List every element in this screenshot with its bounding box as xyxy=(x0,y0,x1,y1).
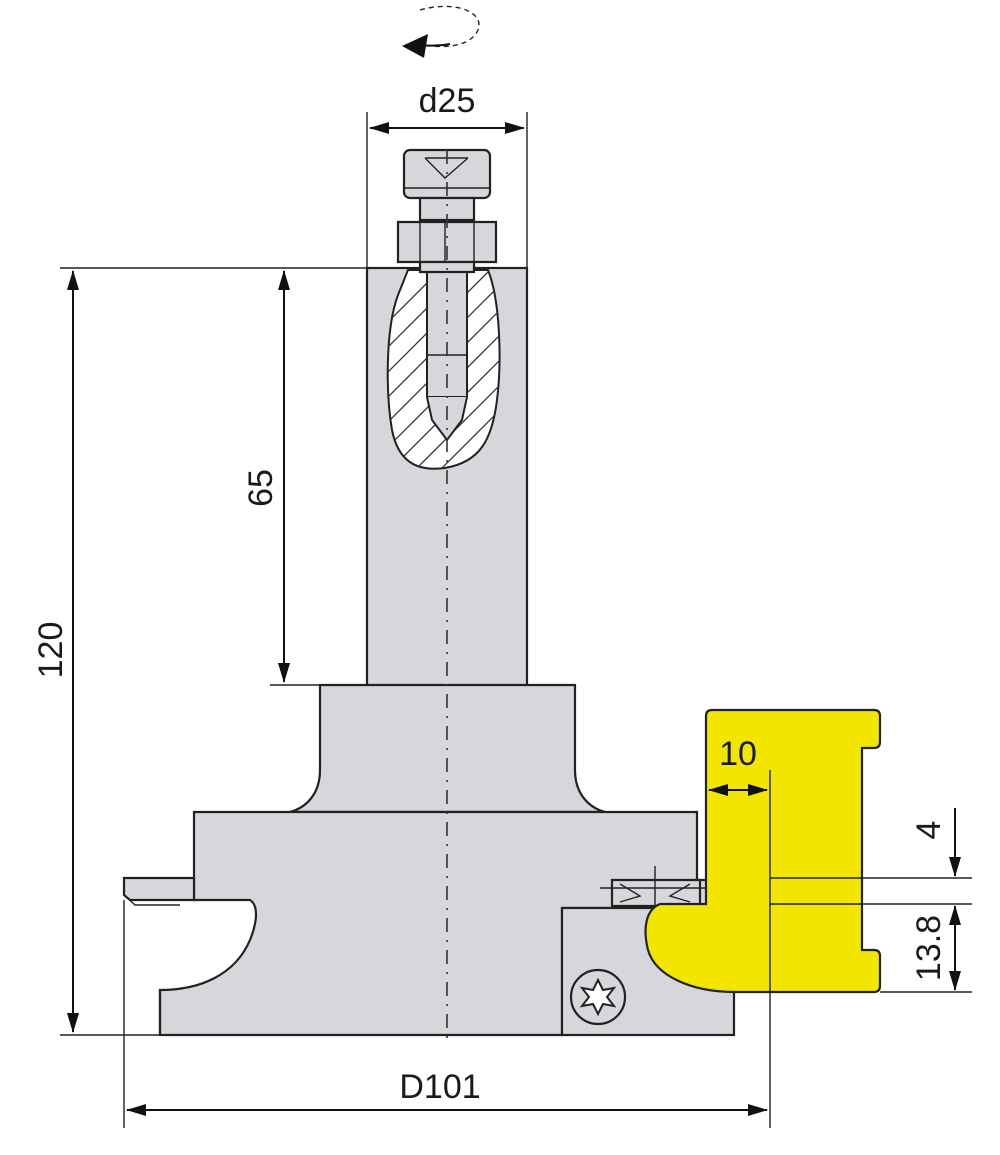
dimension-guide-width: 10 xyxy=(708,735,768,796)
dimension-total-height: 120 xyxy=(32,270,79,1033)
dimension-guide-offset: 4 13.8 xyxy=(770,808,972,993)
dimension-shank-length: 65 xyxy=(242,270,320,686)
label-guide-offset: 4 xyxy=(910,821,948,840)
label-shank-diameter: d25 xyxy=(419,82,476,120)
dimension-d25: d25 xyxy=(366,82,528,268)
label-profile-height: 13.8 xyxy=(910,915,948,981)
label-shank-length: 65 xyxy=(242,469,280,507)
rotation-arrow-icon xyxy=(402,5,480,58)
label-cutter-diameter: D101 xyxy=(399,1068,480,1106)
label-guide-width: 10 xyxy=(719,735,757,773)
shank-section xyxy=(386,269,501,470)
guide-bearing xyxy=(644,708,882,994)
label-total-height: 120 xyxy=(32,622,70,679)
dimension-cutter-diameter: D101 xyxy=(123,770,771,1128)
left-knife xyxy=(122,876,196,902)
torx-screw-icon xyxy=(569,968,627,1026)
